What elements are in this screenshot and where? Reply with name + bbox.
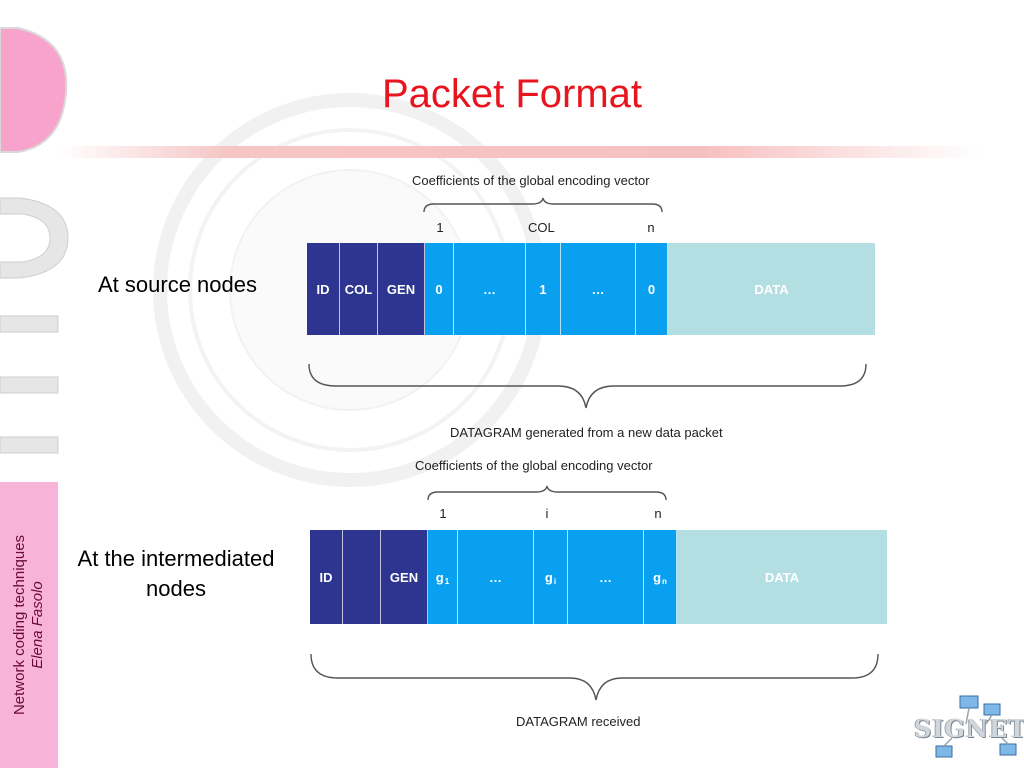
- id-field: ID: [307, 243, 340, 335]
- left-decoration: [0, 27, 69, 454]
- network-nodes-icon: [935, 695, 1017, 758]
- index-first: 1: [436, 220, 444, 235]
- coefficient-ellipsis: …: [561, 243, 636, 335]
- row-label-source: At source nodes: [98, 272, 257, 297]
- grey-bar: [0, 376, 59, 394]
- coefficients-caption: Coefficients of the global encoding vect…: [412, 173, 650, 188]
- index-middle: i: [545, 506, 549, 521]
- coefficients-caption: Coefficients of the global encoding vect…: [415, 458, 653, 473]
- col-field-empty: [343, 530, 381, 624]
- data-field: DATA: [668, 243, 875, 335]
- grey-bar: [0, 315, 59, 333]
- data-field: DATA: [677, 530, 887, 624]
- g-symbol: g: [653, 569, 662, 585]
- coefficient-ellipsis: …: [458, 530, 534, 624]
- coefficient-cell: 0: [636, 243, 668, 335]
- coefficient-ellipsis: …: [454, 243, 526, 335]
- top-brace: [423, 197, 663, 213]
- author-name: Elena Fasolo: [29, 581, 47, 669]
- index-middle: COL: [528, 220, 555, 235]
- datagram-caption: DATAGRAM generated from a new data packe…: [450, 425, 723, 440]
- id-field: ID: [310, 530, 343, 624]
- grey-bar: [0, 436, 59, 454]
- coefficient-cell: 0: [425, 243, 454, 335]
- datagram-caption: DATAGRAM received: [516, 714, 641, 729]
- title-underline: [60, 146, 980, 158]
- course-name: Network coding techniques: [11, 534, 29, 716]
- gen-field: GEN: [381, 530, 428, 624]
- pink-crescent-shape: [0, 27, 68, 153]
- bottom-brace: [308, 363, 867, 409]
- logo-wordmark: SIGNET: [914, 714, 1024, 743]
- signet-logo: SIGNET: [906, 694, 1024, 768]
- top-brace: [427, 485, 667, 501]
- packet-source: ID COL GEN 0 … 1 … 0 DATA: [307, 243, 875, 335]
- slide-title: Packet Format: [381, 72, 643, 116]
- grey-arch-shape: [0, 197, 69, 279]
- coefficient-cell: 1: [526, 243, 561, 335]
- bottom-brace: [310, 653, 879, 701]
- g-symbol: g: [435, 569, 444, 585]
- subscript: i: [553, 576, 557, 586]
- subscript: n: [662, 576, 667, 586]
- sidebar-band: [0, 482, 58, 768]
- index-last: n: [654, 506, 662, 521]
- sidebar-caption: Network coding techniques Elena Fasolo: [0, 482, 58, 768]
- index-last: n: [647, 220, 655, 235]
- coefficient-ellipsis: …: [568, 530, 644, 624]
- index-first: 1: [439, 506, 447, 521]
- col-field: COL: [340, 243, 378, 335]
- g-symbol: g: [544, 569, 553, 585]
- subscript: 1: [444, 576, 450, 586]
- gen-field: GEN: [378, 243, 425, 335]
- row-label-intermediate: At the intermediated nodes: [77, 546, 275, 601]
